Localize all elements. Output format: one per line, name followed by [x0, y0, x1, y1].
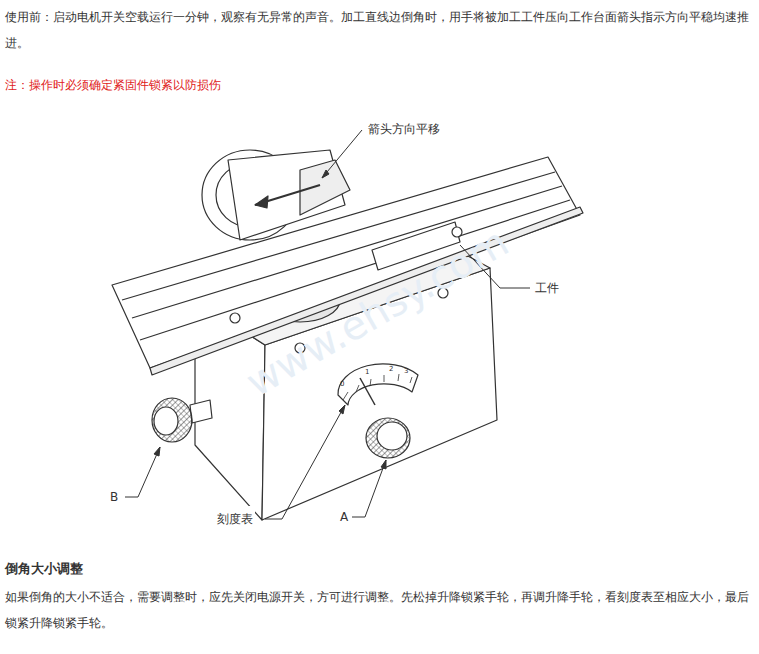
warning-note: 注：操作时必须确定紧固件锁紧以防损伤	[5, 72, 221, 98]
section-heading: 倒角大小调整	[5, 556, 83, 582]
scale-number: 3	[404, 367, 408, 376]
scale-number: 2	[389, 365, 393, 374]
usage-note: 使用前：启动电机开关空载运行一分钟，观察有无异常的声音。加工直线边倒角时，用手将…	[5, 4, 750, 56]
callout-label: B	[108, 484, 120, 510]
scale-number: 1	[365, 368, 369, 377]
scale-number: 0	[340, 380, 344, 389]
callout-label: 工件	[533, 275, 561, 301]
callout-label: 刻度表	[215, 506, 255, 532]
callout-label: 箭头方向平移	[366, 116, 442, 142]
callout-label: A	[338, 504, 350, 530]
section-body: 如果倒角的大小不适合，需要调整时，应先关闭电源开关，方可进行调整。先松掉升降锁紧…	[5, 584, 750, 636]
